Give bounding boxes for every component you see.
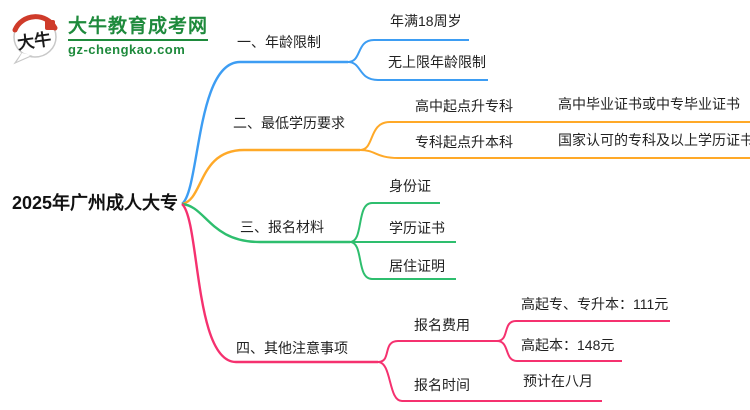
- branch-age-connector: [181, 39, 488, 205]
- node-highschool-cert: 高中毕业证书或中专毕业证书: [558, 96, 740, 112]
- daniu-logo-icon: 大牛: [12, 14, 58, 65]
- node-min-education: 二、最低学历要求: [233, 115, 345, 131]
- node-age-max: 无上限年龄限制: [388, 54, 486, 70]
- node-fee-148: 高起本：148元: [521, 337, 615, 353]
- node-highschool-to-college: 高中起点升专科: [415, 98, 513, 114]
- root-node: 2025年广州成人大专: [12, 193, 179, 213]
- node-other-notes: 四、其他注意事项: [236, 340, 348, 356]
- node-time: 报名时间: [414, 377, 470, 393]
- node-age-min: 年满18周岁: [390, 13, 462, 29]
- branch-materials-connector: [181, 202, 456, 280]
- node-residence-proof: 居住证明: [389, 258, 445, 274]
- branch-education-connector: [181, 121, 750, 206]
- branch-notes-connector: [181, 203, 670, 402]
- site-logo: 大牛 大牛教育成考网 gz-chengkao.com: [10, 9, 209, 65]
- node-id-card: 身份证: [389, 178, 431, 194]
- logo-icon-text: 大牛: [16, 29, 52, 54]
- node-fee: 报名费用: [414, 317, 470, 333]
- logo-title: 大牛教育成考网: [68, 16, 209, 37]
- node-materials: 三、报名材料: [240, 219, 324, 235]
- node-college-to-bachelor: 专科起点升本科: [415, 134, 513, 150]
- node-fee-111: 高起专、专升本：111元: [521, 296, 669, 312]
- node-age-limit: 一、年龄限制: [237, 34, 321, 50]
- node-education-cert: 学历证书: [389, 220, 445, 236]
- logo-url: gz-chengkao.com: [68, 39, 209, 58]
- node-college-cert: 国家认可的专科及以上学历证书: [558, 132, 750, 148]
- node-time-august: 预计在八月: [523, 373, 593, 389]
